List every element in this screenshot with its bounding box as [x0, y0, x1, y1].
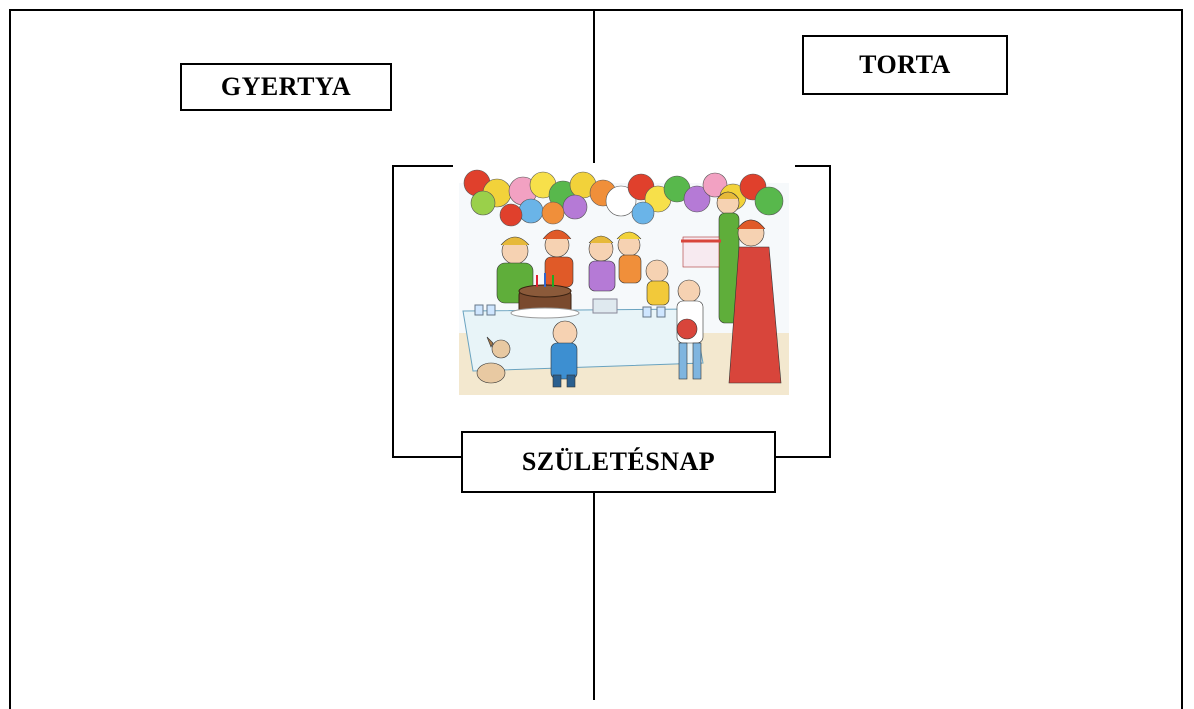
divider-top	[593, 9, 595, 165]
table	[462, 273, 704, 372]
balloons	[463, 169, 784, 227]
foreground-children	[476, 279, 704, 388]
worksheet-frame	[9, 9, 1183, 709]
divider-bottom	[593, 492, 595, 700]
label-candle: GYERTYA	[180, 63, 392, 111]
label-birthday: SZÜLETÉSNAP	[461, 431, 776, 493]
birthday-illustration	[453, 163, 795, 398]
label-cake: TORTA	[802, 35, 1008, 95]
children	[496, 191, 782, 384]
